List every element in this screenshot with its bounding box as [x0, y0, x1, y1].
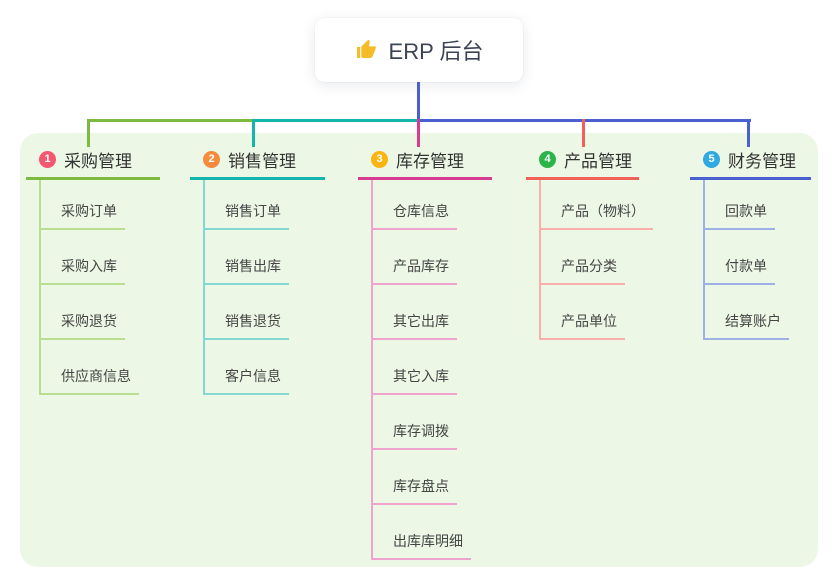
branch-children: 仓库信息产品库存其它出库其它入库库存调拨库存盘点出库库明细: [371, 180, 492, 560]
child-label: 出库库明细: [393, 533, 463, 549]
child-label: 产品库存: [393, 258, 449, 274]
root-title: ERP 后台: [388, 39, 484, 64]
branch-drop-line: [746, 119, 750, 147]
child-label: 销售出库: [225, 258, 281, 274]
child-label: 产品（物料）: [561, 203, 645, 219]
child-node[interactable]: 产品分类: [541, 230, 625, 285]
connector-segment: [87, 119, 254, 122]
branch-header[interactable]: 5 财务管理: [690, 147, 811, 180]
branch-children: 销售订单销售出库销售退货客户信息: [203, 180, 325, 395]
branch-label: 采购管理: [64, 151, 132, 171]
branch-drop-line: [581, 119, 585, 147]
child-label: 销售退货: [225, 313, 281, 329]
child-label: 产品分类: [561, 258, 617, 274]
thumbs-up-icon: [355, 38, 379, 62]
branch-number-badge: 5: [703, 150, 720, 168]
branch-children: 回款单付款单结算账户: [703, 180, 811, 340]
connector-stem: [416, 82, 420, 122]
branch-财务管理: 5 财务管理 回款单付款单结算账户: [690, 147, 811, 340]
child-label: 产品单位: [561, 313, 617, 329]
branch-header[interactable]: 1 采购管理: [26, 147, 160, 180]
connector-segment: [419, 119, 751, 122]
child-node[interactable]: 销售退货: [205, 285, 289, 340]
branch-label: 销售管理: [228, 151, 296, 171]
child-label: 客户信息: [225, 368, 281, 384]
child-node[interactable]: 库存盘点: [373, 450, 457, 505]
child-node[interactable]: 销售出库: [205, 230, 289, 285]
child-label: 库存盘点: [393, 478, 449, 494]
child-node[interactable]: 回款单: [705, 180, 775, 230]
branch-产品管理: 4 产品管理 产品（物料） 产品分类产品单位: [526, 147, 653, 340]
child-node[interactable]: 仓库信息: [373, 180, 457, 230]
branch-children: 产品（物料） 产品分类产品单位: [539, 180, 653, 340]
child-node[interactable]: 产品单位: [541, 285, 625, 340]
branch-label: 库存管理: [396, 151, 464, 171]
branch-children: 采购订单采购入库采购退货供应商信息: [39, 180, 160, 395]
branch-number-badge: 4: [539, 150, 556, 168]
branch-number-badge: 3: [371, 150, 388, 168]
child-label: 采购订单: [61, 203, 117, 219]
child-label: 其它入库: [393, 368, 449, 384]
child-label: 采购入库: [61, 258, 117, 274]
child-node[interactable]: 结算账户: [705, 285, 789, 340]
child-node[interactable]: 付款单: [705, 230, 775, 285]
branches-panel: [20, 133, 818, 567]
child-label: 付款单: [725, 258, 767, 274]
child-label: 库存调拨: [393, 423, 449, 439]
child-label: 其它出库: [393, 313, 449, 329]
child-node[interactable]: 销售订单: [205, 180, 289, 230]
branch-header[interactable]: 2 销售管理: [190, 147, 325, 180]
child-label: 供应商信息: [61, 368, 131, 384]
child-node[interactable]: 供应商信息: [41, 340, 139, 395]
child-label: 仓库信息: [393, 203, 449, 219]
child-node[interactable]: 产品（物料）: [541, 180, 653, 230]
branch-header[interactable]: 3 库存管理: [358, 147, 492, 180]
branch-label: 产品管理: [564, 151, 632, 171]
child-node[interactable]: 客户信息: [205, 340, 289, 395]
branch-drop-line: [416, 119, 420, 147]
child-label: 采购退货: [61, 313, 117, 329]
child-label: 结算账户: [725, 313, 781, 329]
branch-库存管理: 3 库存管理 仓库信息产品库存其它出库其它入库库存调拨库存盘点出库库明细: [358, 147, 492, 560]
child-label: 销售订单: [225, 203, 281, 219]
child-node[interactable]: 其它出库: [373, 285, 457, 340]
branch-number-badge: 1: [39, 150, 56, 168]
branch-销售管理: 2 销售管理 销售订单销售出库销售退货客户信息: [190, 147, 325, 395]
root-node[interactable]: ERP 后台: [315, 18, 523, 82]
child-node[interactable]: 其它入库: [373, 340, 457, 395]
connector-segment: [254, 119, 420, 122]
child-node[interactable]: 采购订单: [41, 180, 125, 230]
branch-drop-line: [251, 119, 255, 147]
branch-label: 财务管理: [728, 151, 796, 171]
child-node[interactable]: 库存调拨: [373, 395, 457, 450]
branch-header[interactable]: 4 产品管理: [526, 147, 639, 180]
child-node[interactable]: 采购入库: [41, 230, 125, 285]
branch-采购管理: 1 采购管理 采购订单采购入库采购退货供应商信息: [26, 147, 160, 395]
child-node[interactable]: 产品库存: [373, 230, 457, 285]
child-label: 回款单: [725, 203, 767, 219]
branch-drop-line: [86, 119, 90, 147]
branch-number-badge: 2: [203, 150, 220, 168]
child-node[interactable]: 采购退货: [41, 285, 125, 340]
child-node[interactable]: 出库库明细: [373, 505, 471, 560]
